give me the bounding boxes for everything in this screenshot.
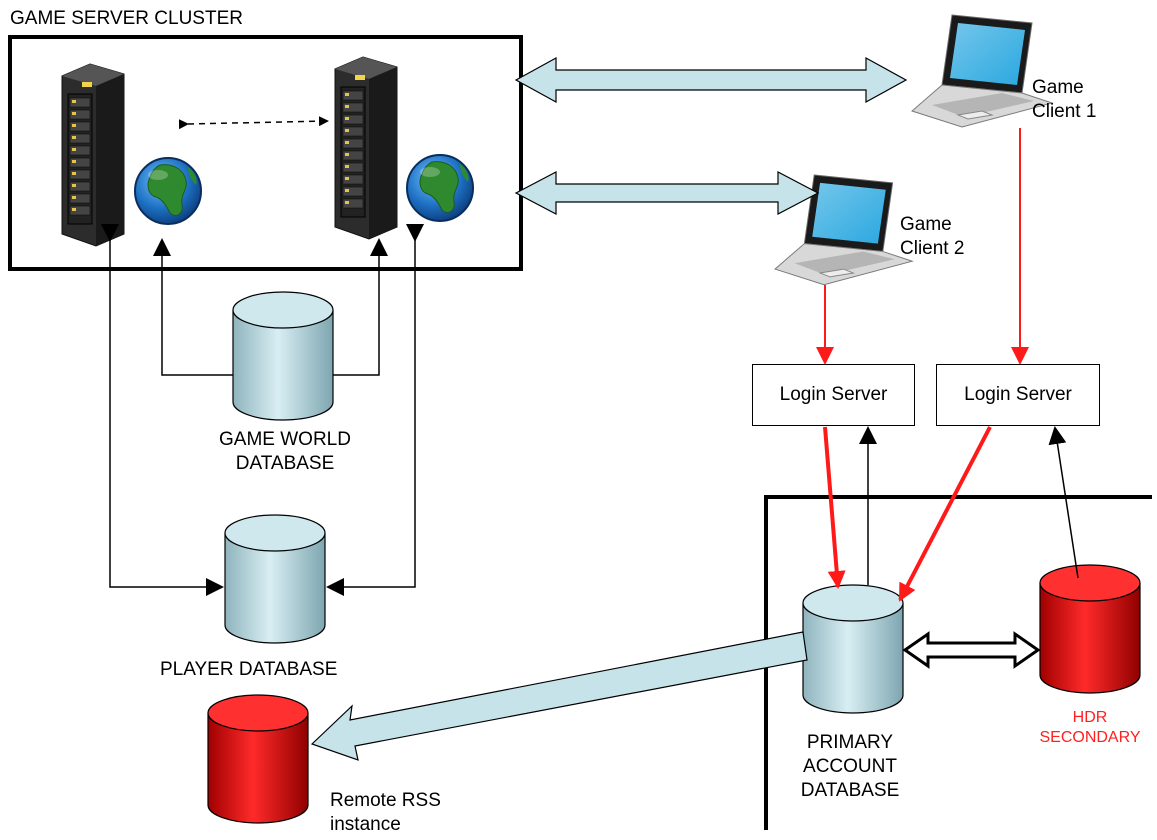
hdr-label-line1: HDR: [1072, 709, 1108, 726]
login1-to-primary-arrow: [823, 426, 846, 589]
hdr-label-line2: SECONDARY: [1039, 729, 1141, 746]
client1-label-line1: Game: [1032, 77, 1084, 98]
laptop-icon: [911, 14, 1053, 128]
server-rack-icon: [334, 56, 398, 240]
login2-to-primary-arrow: [898, 426, 992, 602]
player-db-link-right: [326, 224, 424, 596]
cluster-title: GAME SERVER CLUSTER: [10, 8, 243, 29]
rss-link-arrow: [310, 631, 808, 761]
primary-label-line3: DATABASE: [800, 780, 900, 801]
database-cylinder-icon: [802, 584, 904, 714]
hdr-to-login-arrow: [1048, 426, 1079, 579]
account-cluster-frame: [764, 495, 1152, 830]
client1-label-line2: Client 1: [1032, 101, 1097, 122]
client1-link-arrow: [514, 56, 908, 104]
client2-label-line1: Game: [900, 214, 952, 235]
server-sync-link: [178, 116, 329, 130]
game-world-link-right: [333, 238, 388, 376]
rss-label-line2: instance: [330, 814, 401, 835]
client1-label: Game Client 1: [1032, 76, 1096, 124]
player-db-link-left: [101, 224, 224, 596]
database-cylinder-icon: [1039, 564, 1141, 694]
client2-link-arrow: [514, 171, 820, 215]
login-server-1: Login Server: [752, 364, 915, 426]
game-world-db-label-line1: GAME WORLD: [219, 429, 351, 450]
player-db-label: PLAYER DATABASE: [160, 659, 338, 680]
database-cylinder-icon: [224, 514, 326, 644]
rss-label-line1: Remote RSS: [330, 790, 441, 811]
login-server-2: Login Server: [936, 364, 1100, 426]
game-world-db-label: GAME WORLD DATABASE: [180, 428, 390, 476]
client2-label-line2: Client 2: [900, 238, 965, 259]
hdr-secondary-label: HDR SECONDARY: [1030, 708, 1150, 748]
primary-account-db-label: PRIMARY ACCOUNT DATABASE: [770, 731, 930, 803]
database-cylinder-icon: [232, 291, 334, 421]
primary-label-line2: ACCOUNT: [803, 756, 897, 777]
replication-arrow: [902, 631, 1041, 669]
globe-icon: [406, 154, 474, 222]
client2-label: Game Client 2: [900, 213, 964, 261]
server-rack-icon: [61, 63, 125, 247]
game-world-link-left: [153, 238, 233, 376]
database-cylinder-icon: [207, 694, 309, 824]
remote-rss-label: Remote RSS instance: [330, 789, 441, 837]
globe-icon: [134, 157, 202, 225]
game-world-db-label-line2: DATABASE: [235, 453, 335, 474]
primary-label-line1: PRIMARY: [806, 732, 894, 753]
game-server-cluster-frame: [8, 35, 523, 271]
